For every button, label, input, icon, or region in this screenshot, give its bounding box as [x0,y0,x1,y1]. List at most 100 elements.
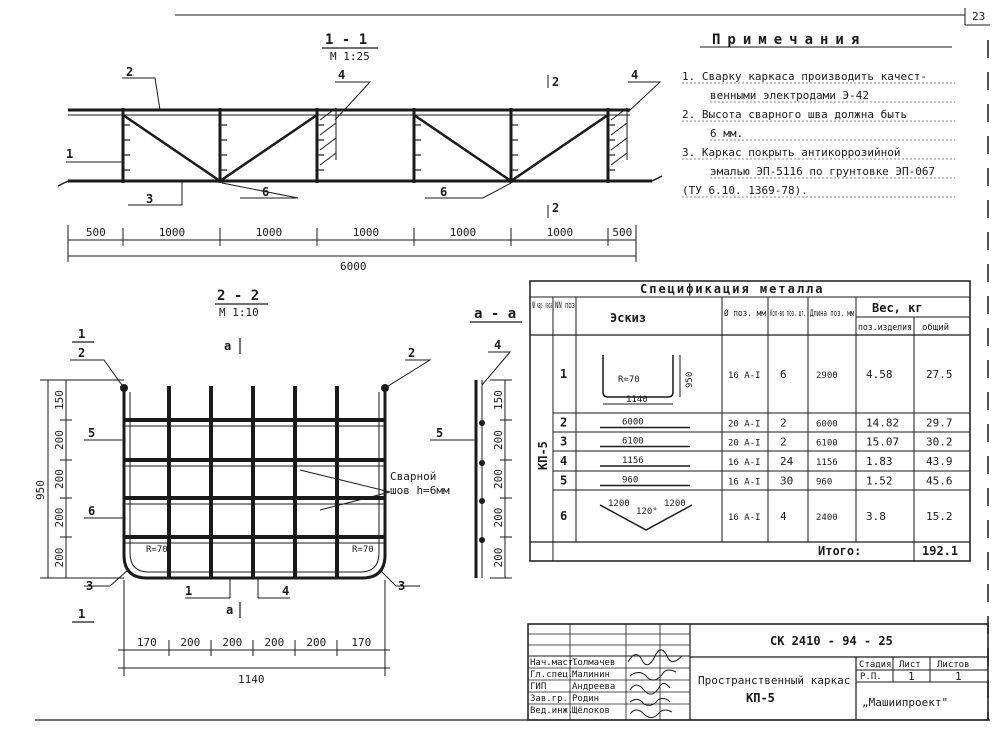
spec-cell-len: 6000 [816,420,838,430]
title-sheets: 1 [955,670,962,683]
spec-cell-kol: 24 [780,455,794,468]
spec-cell-diam: 16 А-I [728,478,761,488]
leader-2-2-pos6: 6 [88,504,95,518]
spec-cell-len: 6100 [816,439,838,449]
radius-right: R=70 [352,545,374,555]
title-role-name: Андреева [572,682,615,692]
hdim-2-2-segment: 200 [306,636,326,649]
spec-cell-diam: 16 А-I [728,458,761,468]
spec-cell-weight-total: 43.9 [926,455,953,468]
title-stage: Р.П. [860,672,882,682]
notes-block: Примечания 1. Сварку каркаса производить… [682,32,955,198]
title-block [527,623,989,721]
leader-1-1-pos4b: 4 [631,68,638,82]
cut-a-bottom: а [226,603,233,617]
sketch-pos6-angle: 120° [636,507,658,517]
vdim-2-2-segment: 200 [53,548,66,568]
hdim-2-2-segment: 200 [264,636,284,649]
cut-mark-2-bottom: 2 [552,201,559,215]
spec-headers: NN кар- каса NN поз Эскиз Ø поз. мм Кол-… [532,301,949,333]
spec-head-dlina: Длина поз. мм [810,309,854,319]
spec-cell-len: 1156 [816,458,838,468]
note-line: 6 мм. [710,127,743,140]
spec-head-eskiz: Эскиз [610,311,646,325]
spec-cell-weight-total: 29.7 [926,417,953,430]
title-sheets-head: Листов [937,660,970,670]
leader-a-a-pos4: 4 [494,338,501,352]
spec-cell-kol: 2 [780,417,787,430]
title-code: СК 2410 - 94 - 25 [770,634,893,648]
spec-cell-weight-total: 30.2 [926,436,953,449]
sketch-pos1-radius: R=70 [618,375,640,385]
dim-1-1-segment: 1000 [159,226,186,239]
spec-cell-poz: 2 [560,416,567,430]
spec-cell-weight-pos: 1.83 [866,455,893,468]
title-role: Нач.маст. [530,658,579,668]
spec-head-nn-karkasa: NN кар- каса [532,301,552,311]
section-2-2-scale: М 1:10 [219,306,259,319]
spec-cell-len: 2900 [816,371,838,381]
spec-cell-sketch: 6100 [622,437,644,447]
spec-title: Спецификация металла [640,282,825,296]
title-name: Пространственный каркас [698,674,850,687]
vdim-2-2-segment: 200 [53,469,66,489]
leader-1-1-pos2: 2 [126,65,133,79]
vdim-2-2-segment: 200 [53,508,66,528]
spec-total-label: Итого: [818,544,861,558]
vdim-a-a-segment: 150 [492,390,505,410]
spec-cell-weight-pos: 1.52 [866,475,893,488]
spec-cell-poz: 3 [560,435,567,449]
hdim-2-2-segment: 200 [180,636,200,649]
leader-2-2-pos3-right: 3 [398,579,405,593]
spec-cell-kol: 2 [780,436,787,449]
spec-cell-weight-total: 15.2 [926,510,953,523]
spec-cell-poz: 5 [560,474,567,488]
note-line: 2. Высота сварного шва должна быть [682,108,907,121]
section-2-2: 2 - 2 М 1:10 а а 1 1 [34,288,450,686]
spec-table [529,280,971,562]
hdim-2-2-segment: 170 [351,636,371,649]
weld-note-line1: Сварной [390,470,436,483]
sketch-pos1 [602,355,681,405]
spec-head-kolvo: Кол-во поз. шт. [770,309,806,319]
title-role-name: Родин [572,694,599,704]
section-1-1-scale: М 1:25 [330,50,370,63]
spec-karkas-label: КП-5 [536,441,550,470]
title-role: Гл.спец. [530,670,573,680]
leader-1-1-pos6b: 6 [440,185,447,199]
spec-cell-weight-pos: 14.82 [866,417,899,430]
vdim-a-a-segment: 200 [492,508,505,528]
spec-head-ves-obsh: общий [922,322,949,333]
title-sheet-head: Лист [899,660,921,670]
vdim-2-2-total: 950 [34,480,47,500]
section-2-2-title: 2 - 2 [217,288,259,304]
spec-cell-weight-total: 45.6 [926,475,953,488]
spec-cell-poz: 4 [560,454,567,468]
leader-1-1-pos4a: 4 [338,68,345,82]
spec-head-diam: Ø поз. мм [724,308,766,319]
leader-2-2-pos5: 5 [88,426,95,440]
weld-note-line2: шов h=6мм [390,484,450,497]
spec-cell-weight-total: 27.5 [926,368,953,381]
spec-cell-diam: 20 А-I [728,420,761,430]
sketch-pos1-width: 1140 [626,395,648,405]
title-role: Вед.инж. [530,706,573,716]
sketch-pos6-left: 1200 [608,499,630,509]
spec-cell-sketch: 1156 [622,456,644,466]
cut-a-top: а [224,339,231,353]
title-sheet: 1 [908,670,915,683]
spec-head-ves-poz: поз.изделия [858,323,912,333]
note-line: венными электродами Э-42 [710,89,869,102]
sketch-pos6-right: 1200 [664,499,686,509]
vdim-a-a-segment: 200 [492,430,505,450]
dim-1-1-segment: 500 [86,226,106,239]
dim-1-1-segment: 1000 [450,226,477,239]
spec-cell-weight-pos: 4.58 [866,368,893,381]
vdim-2-2-segment: 200 [53,430,66,450]
page-number: 23 [972,10,985,23]
spec-cell-poz: 1 [560,367,567,381]
spec-cell-len: 960 [816,478,832,488]
spec-cell-diam: 16 А-I [728,513,761,523]
spec-cell-sketch: 6000 [622,418,644,428]
